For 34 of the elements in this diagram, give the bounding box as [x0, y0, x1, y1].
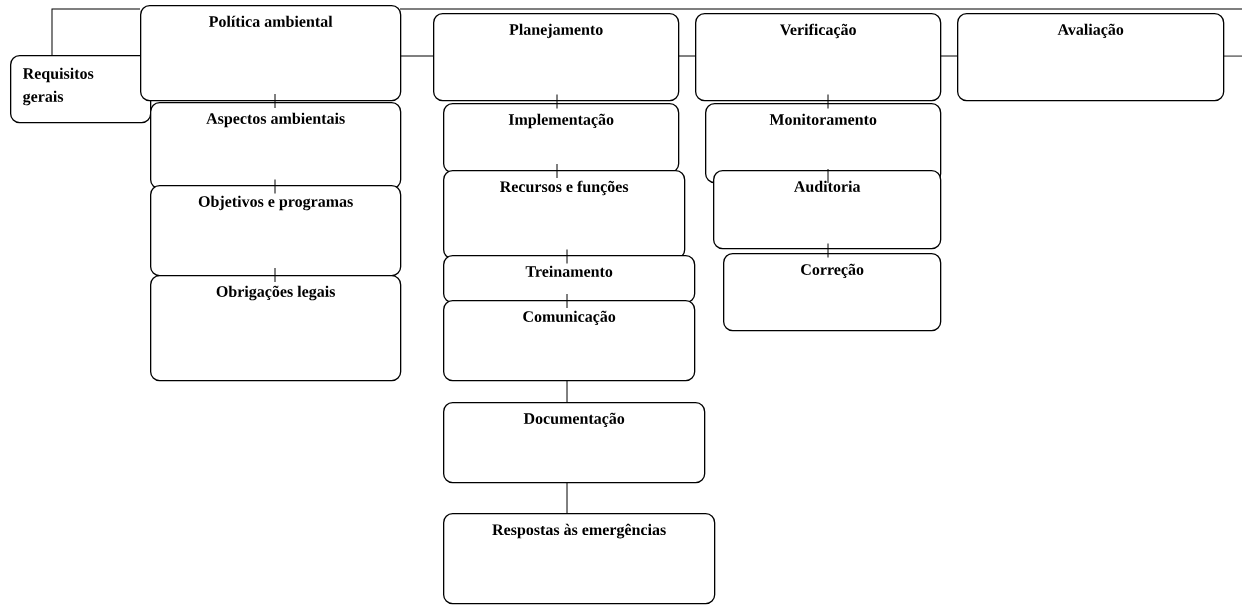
connector-line [399, 55, 434, 57]
connector-line [399, 8, 1242, 10]
process-box: Objetivos e programas [150, 185, 402, 277]
connector-line [677, 55, 696, 57]
process-box: Auditoria [713, 170, 942, 250]
connector-line [566, 249, 568, 264]
connector-line [939, 55, 958, 57]
connector-line [827, 168, 829, 184]
process-box: Aspectos ambientais [150, 102, 402, 190]
connector-line [566, 481, 568, 514]
process-box: Obrigações legais [150, 275, 402, 382]
connector-line [827, 243, 829, 258]
process-box: Documentação [443, 402, 706, 484]
connector-line [274, 93, 276, 109]
process-box: Verificação [695, 13, 942, 102]
process-box: Recursos e funções [443, 170, 686, 260]
process-box: Correção [723, 253, 942, 332]
process-box: Planejamento [433, 13, 680, 102]
process-box: Avaliação [957, 13, 1225, 102]
connector-line [1222, 55, 1242, 57]
process-box: Política ambiental [140, 5, 402, 102]
process-box: Respostas às emergências [443, 513, 716, 605]
connector-line [274, 179, 276, 194]
connector-line [566, 379, 568, 403]
connector-line [274, 267, 276, 283]
connector-line [556, 163, 558, 179]
process-box: Treinamento [443, 255, 696, 304]
process-box: Requisitos gerais [10, 55, 152, 124]
process-box: Implementação [443, 103, 680, 174]
connector-line [566, 293, 568, 309]
connector-line [51, 8, 141, 56]
process-box: Comunicação [443, 300, 696, 382]
connector-line [827, 94, 829, 109]
connector-line [556, 94, 558, 109]
